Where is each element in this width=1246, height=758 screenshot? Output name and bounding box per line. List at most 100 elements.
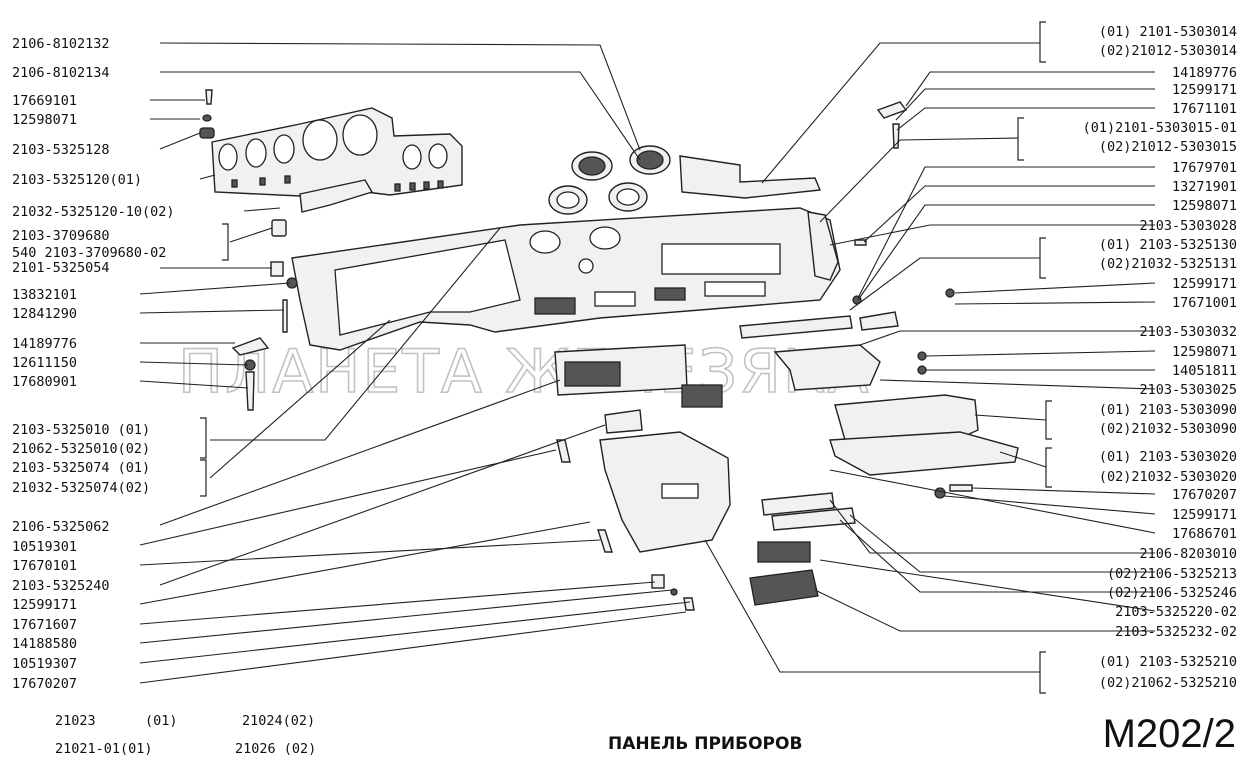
- panel-5325213: [771, 507, 856, 531]
- label-right-30: 2103-5325232-02: [1115, 624, 1237, 640]
- footer-model-21026: 21026 (02): [235, 741, 316, 757]
- label-right-11: (01) 2103-5325130: [1099, 237, 1237, 253]
- labels-left: 2106-8102132 2106-8102134 17669101 12598…: [12, 36, 175, 692]
- leader-line-right-21: [829, 499, 1155, 554]
- label-left-9: 2101-5325054: [12, 260, 110, 276]
- leader-line-left-18: [139, 539, 601, 566]
- leader-line-right-8: [829, 224, 1155, 246]
- leader-line-right-3: [896, 107, 1155, 131]
- leader-line-right-22: [849, 514, 1155, 573]
- label-right-18: 2103-5303025: [1139, 382, 1237, 398]
- screw-17670207-r: [949, 484, 973, 492]
- label-right-25: 17686701: [1172, 526, 1237, 542]
- label-right-27: (02)2106-5325213: [1107, 566, 1237, 582]
- leader-line-left-16: [159, 379, 561, 526]
- label-right-8: 13271901: [1172, 179, 1237, 195]
- watermark: ПЛАНЕТА ЖЕЛЕЗЯКА: [178, 337, 870, 407]
- leader-line-right-20: [829, 469, 1156, 534]
- brackets-left: [200, 223, 229, 497]
- label-right-31: (01) 2103-5325210: [1099, 654, 1237, 670]
- label-right-23: 17670207: [1172, 487, 1237, 503]
- leader-line-right-11: [954, 301, 1156, 305]
- label-right-7: 17679701: [1172, 160, 1237, 176]
- switch-3709680: [271, 219, 287, 237]
- label-left-22: 2103-5325240: [12, 578, 110, 594]
- bolt-10519301: [556, 439, 571, 463]
- label-right-32: (02)21062-5325210: [1099, 675, 1237, 691]
- label-right-17: 14051811: [1172, 363, 1237, 379]
- label-left-5: 2103-5325120(01): [12, 172, 142, 188]
- grille-5325220: [757, 541, 811, 563]
- label-left-18: 21032-5325074(02): [12, 480, 150, 496]
- bolt-17670101: [597, 529, 613, 553]
- label-right-26: 2106-8203010: [1139, 546, 1237, 562]
- leader-line-left-4: [159, 132, 201, 150]
- leader-line-left-24: [139, 611, 687, 684]
- label-left-16: 21062-5325010(02): [12, 441, 150, 457]
- leader-line-left-17: [139, 449, 557, 546]
- nut-14051811: [917, 365, 927, 375]
- label-right-1: (02)21012-5303014: [1099, 43, 1237, 59]
- leader-line-right-17: [999, 451, 1047, 468]
- bracket-14189776: [876, 101, 908, 119]
- console-slot: [661, 483, 699, 499]
- label-left-26: 10519307: [12, 656, 77, 672]
- label-right-4: 17671101: [1172, 101, 1237, 117]
- leader-line-left-6: [243, 207, 281, 212]
- label-left-12: 14189776: [12, 336, 77, 352]
- brackets-right: [1017, 21, 1052, 694]
- screw-17670207-b: [683, 597, 695, 611]
- upper-cover-5303014: [679, 155, 822, 199]
- label-right-15: 2103-5303032: [1139, 324, 1237, 340]
- label-right-6: (02)21012-5303015: [1099, 139, 1237, 155]
- label-right-2: 14189776: [1172, 65, 1237, 81]
- leader-line-right-4: [819, 137, 1019, 223]
- clip-12599171-top: [945, 288, 955, 298]
- clip-5325054: [270, 261, 284, 277]
- label-left-7: 2103-3709680: [12, 228, 110, 244]
- leader-line-right-24: [819, 559, 1156, 612]
- label-left-1: 2106-8102134: [12, 65, 110, 81]
- footer: 21023 (01) 21024(02) 21021-01(01) 21026 …: [55, 712, 1236, 757]
- bolt-17680901: [245, 371, 255, 411]
- stud-12841290: [282, 299, 288, 333]
- leader-lines-left: [139, 42, 691, 684]
- leader-line-left-21: [139, 581, 656, 625]
- leader-line-right-12: [859, 330, 1155, 346]
- leader-line-right-25: [814, 589, 1155, 632]
- label-left-25: 14188580: [12, 636, 77, 652]
- leader-line-left-14: [210, 227, 501, 441]
- label-right-10: 2103-5303028: [1139, 218, 1237, 234]
- label-left-3: 12598071: [12, 112, 77, 128]
- leader-line-left-12: [139, 361, 249, 366]
- cluster-lower-trim: [299, 179, 374, 213]
- leader-line-right-1: [905, 71, 1155, 107]
- leader-line-left-19: [159, 424, 606, 586]
- label-left-15: 2103-5325010 (01): [12, 422, 150, 438]
- label-left-20: 10519301: [12, 539, 77, 555]
- labels-right: (01) 2101-5303014 (02)21012-5303014 1418…: [1083, 24, 1237, 691]
- label-left-2: 17669101: [12, 93, 77, 109]
- label-left-19: 2106-5325062: [12, 519, 110, 535]
- leader-line-left-0: [159, 42, 641, 151]
- label-left-21: 17670101: [12, 558, 77, 574]
- label-left-10: 13832101: [12, 287, 77, 303]
- label-right-28: (02)2106-5325246: [1107, 585, 1237, 601]
- label-right-24: 12599171: [1172, 507, 1237, 523]
- clip-17671607: [651, 574, 665, 589]
- washer-12598071: [202, 114, 212, 122]
- footer-model-21024: 21024(02): [242, 713, 315, 729]
- label-left-13: 12611150: [12, 355, 77, 371]
- leader-line-left-15: [209, 319, 391, 479]
- leader-line-right-16: [974, 414, 1047, 421]
- footer-model-21021: 21021-01(01): [55, 741, 153, 757]
- leader-line-left-9: [139, 282, 291, 295]
- label-left-27: 17670207: [12, 676, 77, 692]
- label-right-9: 12598071: [1172, 198, 1237, 214]
- leader-line-right-9: [849, 257, 1040, 311]
- nut-12598071-b: [917, 351, 927, 361]
- leader-line-right-6: [863, 185, 1155, 243]
- footer-model-21023: 21023: [55, 713, 96, 729]
- bolt-13271901: [854, 239, 867, 246]
